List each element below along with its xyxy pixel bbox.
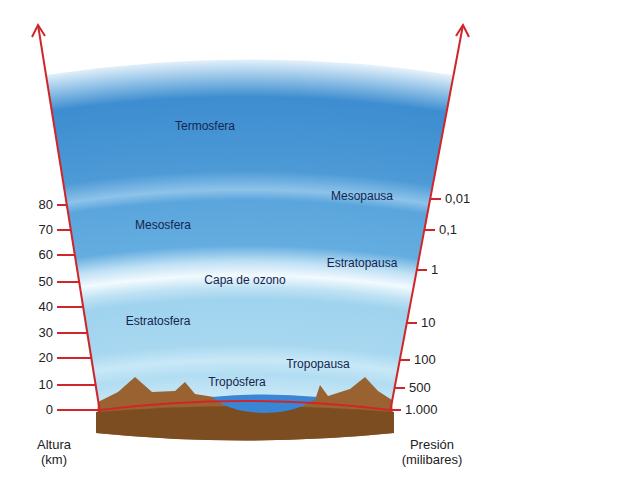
tick	[390, 409, 401, 411]
axis-arrowhead	[32, 25, 45, 37]
atmosphere-fan	[46, 60, 454, 420]
axes	[32, 25, 469, 412]
tick	[406, 322, 417, 324]
tick	[57, 281, 79, 283]
tick	[399, 359, 410, 361]
pressure-value: 100	[414, 353, 436, 368]
altitude-value: 20	[39, 351, 53, 366]
pressure-value: 1.000	[405, 403, 438, 418]
tick	[424, 229, 435, 231]
pressure-value: 0,01	[445, 192, 470, 207]
altitude-value: 30	[39, 326, 53, 341]
lake	[212, 395, 318, 414]
pressure-value: 0,1	[439, 223, 457, 238]
pressure-value: 10	[421, 316, 435, 331]
layer-name: Tropósfera	[208, 376, 266, 390]
tick	[57, 306, 83, 308]
layer-name: Estratosfera	[126, 315, 191, 329]
altitude-value: 50	[39, 275, 53, 290]
tick	[57, 229, 71, 231]
layer-name: Mesosfera	[135, 219, 191, 233]
tick	[57, 384, 96, 386]
pressure-value: 1	[431, 263, 438, 278]
altitude-value: 80	[39, 198, 53, 213]
tick	[394, 387, 405, 389]
layer-name: Capa de ozono	[204, 274, 285, 288]
altitude-value: 60	[39, 248, 53, 263]
tick	[57, 204, 67, 206]
altitude-value: 10	[39, 378, 53, 393]
altitude-value: 0	[46, 403, 53, 418]
axis-title: Presión (milibares)	[390, 438, 474, 468]
layer-name: Termosfera	[175, 120, 235, 134]
pressure-axis	[390, 25, 463, 412]
ground-line	[100, 401, 390, 410]
axis-title: Altura (km)	[28, 438, 80, 468]
altitude-value: 40	[39, 300, 53, 315]
boundary-name: Estratopausa	[327, 257, 398, 271]
altitude-value: 70	[39, 223, 53, 238]
tick	[416, 269, 427, 271]
altitude-axis	[38, 25, 100, 412]
axis-arrowhead	[456, 25, 469, 37]
boundary-name: Tropopausa	[286, 358, 350, 372]
tick	[57, 332, 88, 334]
tick	[430, 198, 441, 200]
tick	[57, 357, 92, 359]
boundary-name: Mesopausa	[331, 190, 393, 204]
tick	[57, 409, 100, 411]
tick	[57, 254, 75, 256]
ground	[96, 377, 394, 441]
pressure-value: 500	[409, 381, 431, 396]
